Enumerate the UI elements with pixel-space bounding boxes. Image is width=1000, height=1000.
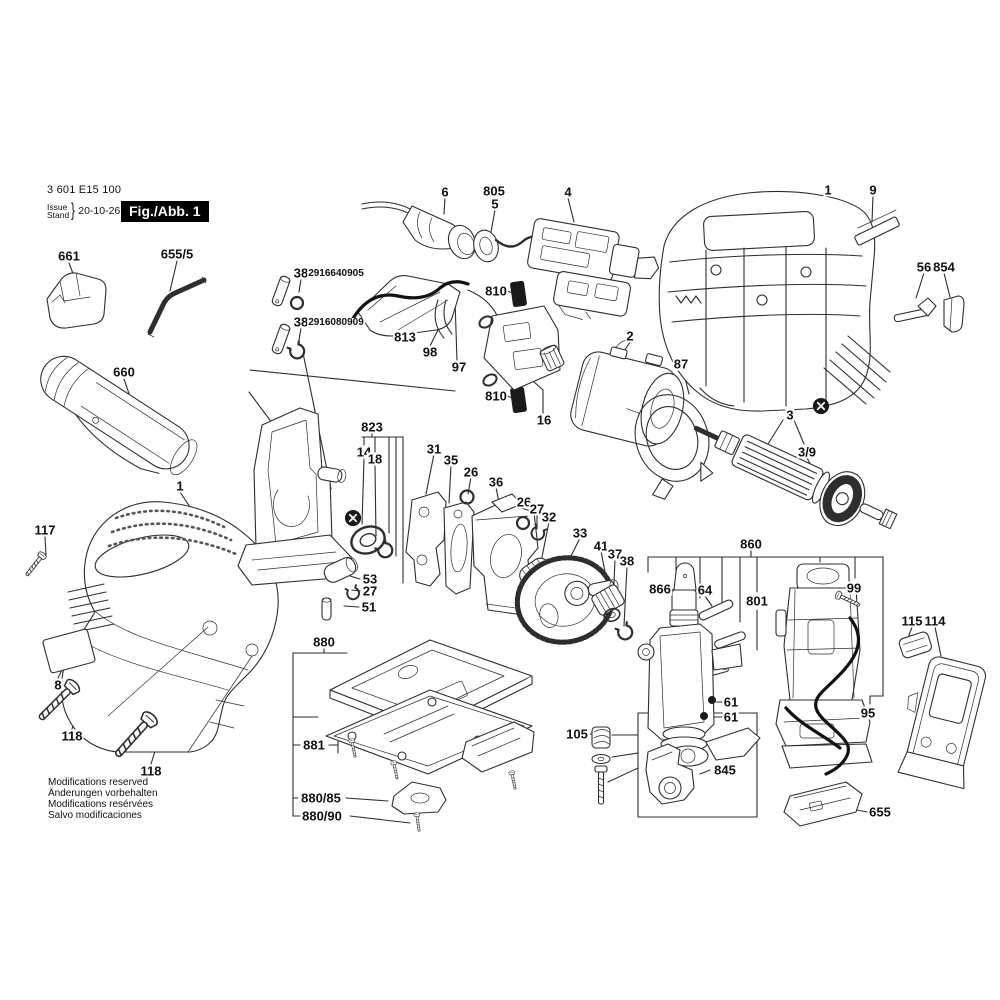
leader-lines (44, 195, 951, 824)
art-frame-114 (897, 656, 987, 790)
figure-badge: Fig./Abb. 1 (121, 201, 209, 222)
art-cable-95 (784, 616, 861, 776)
art-shoe-880-85 (391, 781, 447, 815)
art-power-cord-6 (361, 201, 477, 260)
art-screw-881c (508, 769, 519, 791)
art-lever-56 (893, 297, 937, 323)
art-clip-18 (373, 538, 397, 562)
art-hex-key-655-5 (147, 276, 207, 338)
art-pin-51 (321, 597, 332, 621)
art-washer-37 (603, 607, 621, 623)
not-available-icon (812, 397, 830, 415)
note-line: Salvo modificaciones (48, 810, 142, 821)
art-sticker-9 (854, 209, 900, 246)
modification-notes: Modifications reserved Änderungen vorbeh… (48, 777, 158, 821)
art-carbon-brush-810b (510, 386, 527, 414)
art-plunger-frame-801 (637, 623, 761, 767)
art-block-115 (898, 631, 932, 659)
issue-stand-label: Issue Stand (47, 201, 70, 220)
art-nut-61a (707, 695, 717, 705)
art-pins-64 (698, 599, 746, 649)
art-plate-35 (443, 501, 475, 595)
art-switch-4 (527, 218, 660, 320)
art-brush-plate-16 (478, 305, 565, 391)
art-roller-lever-845 (645, 743, 695, 805)
art-air-baffle-87 (626, 394, 714, 500)
art-sticker-8 (42, 628, 96, 674)
art-block-854 (943, 295, 965, 333)
art-stator-2 (570, 340, 685, 447)
art-needle-bearing-41 (591, 584, 625, 616)
art-pin-38a (270, 274, 305, 311)
art-jigsaw-body-1-left (60, 501, 279, 753)
art-oring-26a (459, 489, 475, 505)
art-gear-housing-823 (237, 407, 353, 586)
type-number: 3 601 E15 100 (47, 184, 122, 196)
art-suction-tube-660 (40, 355, 198, 476)
art-damper-14-18 (350, 525, 386, 555)
art-gear-33 (514, 555, 619, 645)
brace-glyph: } (71, 200, 76, 220)
art-clip-27a (344, 584, 362, 602)
art-clip-38c (614, 620, 636, 643)
art-spring-set-105 (591, 726, 611, 805)
art-armature-3 (693, 425, 898, 530)
art-screw-880-90 (413, 812, 423, 833)
issue-date: 20-10-26 (78, 204, 121, 217)
art-cover-plate-655 (783, 781, 863, 827)
art-baseplate-880 (325, 639, 535, 775)
note-line: Änderungen vorbehalten (48, 788, 158, 799)
art-insert-guard-661 (46, 272, 107, 329)
art-bushing-53 (323, 556, 358, 583)
art-housing-1-right (658, 191, 891, 415)
art-nut-61b (699, 711, 709, 721)
not-available-icon (344, 509, 362, 527)
note-line: Modifications resérvées (48, 799, 154, 810)
note-line: Modifications reserved (48, 777, 149, 788)
issue-stand-block: Issue Stand } 20-10-26 (47, 200, 120, 221)
art-screw-117 (22, 550, 48, 579)
art-oring-26b (515, 515, 531, 531)
art-plate-31 (405, 491, 447, 587)
art-insulating-plate-813 (350, 275, 517, 345)
art-carbon-brush-810a (510, 280, 527, 308)
